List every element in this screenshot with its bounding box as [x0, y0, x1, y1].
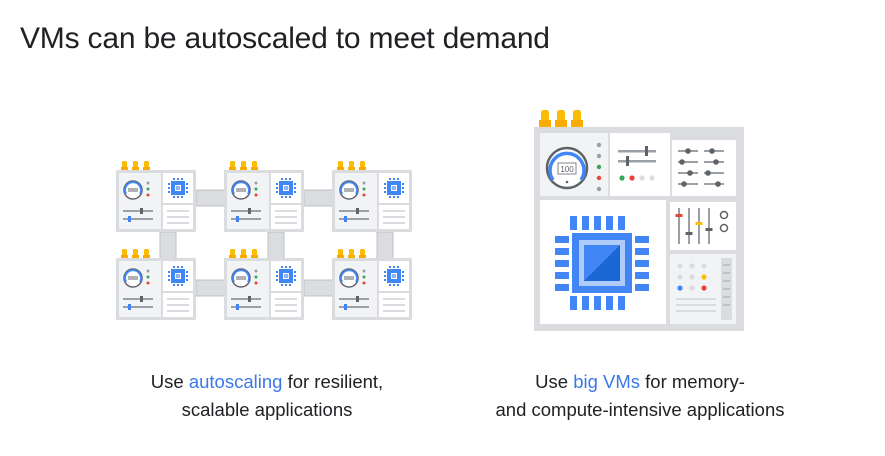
autoscaling-highlight: autoscaling — [188, 371, 283, 392]
big-vms-highlight: big VMs — [573, 371, 641, 392]
big-vm: 100 — [534, 110, 744, 331]
big-vms-caption: Use big VMs for memory- and compute-inte… — [460, 368, 820, 424]
caption-suffix: for memory- — [640, 371, 745, 392]
caption-line2: scalable applications — [181, 399, 353, 420]
slide-title: VMs can be autoscaled to meet demand — [20, 22, 550, 55]
autoscaling-caption: Use autoscaling for resilient, scalable … — [112, 368, 422, 424]
caption-prefix: Use — [535, 371, 574, 392]
svg-text:100: 100 — [560, 165, 574, 174]
caption-suffix: for resilient, — [282, 371, 384, 392]
caption-prefix: Use — [150, 371, 189, 392]
caption-line2: and compute-intensive applications — [495, 399, 785, 420]
